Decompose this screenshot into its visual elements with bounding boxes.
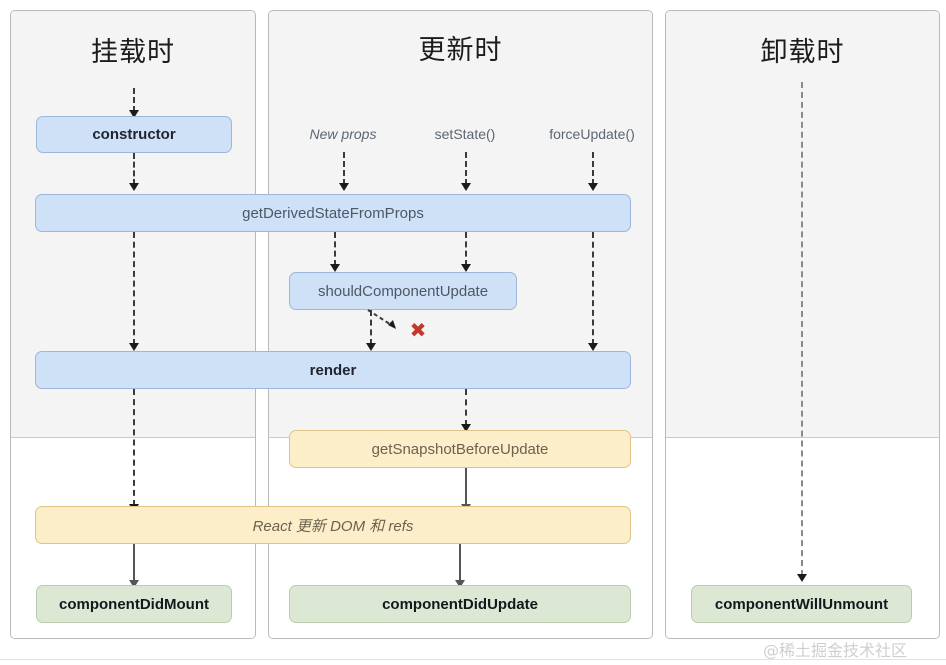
connector-render-to-react-dom-col1 xyxy=(133,389,135,506)
node-component-will-unmount[interactable]: componentWillUnmount xyxy=(691,585,912,623)
connector-snapshot-to-react-dom xyxy=(465,468,467,506)
arrowhead-to-scu-right xyxy=(461,264,471,272)
connector-constructor-to-gdsfp xyxy=(133,153,135,185)
trigger-set-state: setState() xyxy=(434,126,496,142)
node-get-snapshot-before-update[interactable]: getSnapshotBeforeUpdate xyxy=(289,430,631,468)
arrowhead-to-render-col1 xyxy=(129,343,139,351)
footer-divider xyxy=(0,659,946,660)
connector-scu-false-branch xyxy=(367,309,397,329)
false-branch-x-icon: ✖ xyxy=(409,318,427,342)
connector-force-update-to-render xyxy=(592,152,594,185)
node-component-did-mount[interactable]: componentDidMount xyxy=(36,585,232,623)
node-render[interactable]: render xyxy=(35,351,631,389)
trigger-new-props: New props xyxy=(309,126,377,142)
trigger-force-update: forceUpdate() xyxy=(549,126,635,142)
arrowhead-to-render-from-scu xyxy=(366,343,376,351)
node-should-component-update[interactable]: shouldComponentUpdate xyxy=(289,272,517,310)
arrowhead-to-snapshot xyxy=(461,424,471,432)
arrowhead-to-render-forceupdate xyxy=(588,343,598,351)
connector-scu-to-render xyxy=(370,310,372,345)
arrowhead-to-did-mount xyxy=(129,580,139,588)
connector-render-to-snapshot xyxy=(465,389,467,426)
arrowhead-to-gdsfp-col1 xyxy=(129,183,139,191)
node-get-derived-state-from-props[interactable]: getDerivedStateFromProps xyxy=(35,194,631,232)
arrowhead-to-constructor xyxy=(129,110,139,118)
connector-gdsfp-to-render-col1 xyxy=(133,232,135,345)
arrowhead-to-did-update xyxy=(455,580,465,588)
connector-new-props-to-gdsfp xyxy=(343,152,345,185)
arrowhead-set-state xyxy=(461,183,471,191)
arrowhead-new-props xyxy=(339,183,349,191)
arrowhead-to-scu-left xyxy=(330,264,340,272)
connector-unmount-long-dashed xyxy=(801,82,803,576)
node-component-did-update[interactable]: componentDidUpdate xyxy=(289,585,631,623)
node-react-updates-dom-and-refs[interactable]: React 更新 DOM 和 refs xyxy=(35,506,631,544)
unmounting-title: 卸载时 xyxy=(760,37,845,68)
updating-title: 更新时 xyxy=(418,35,503,66)
connector-gdsfp-to-scu-left xyxy=(334,232,336,266)
node-constructor[interactable]: constructor xyxy=(36,116,232,153)
arrowhead-force-update-top xyxy=(588,183,598,191)
mounting-title: 挂载时 xyxy=(91,37,175,68)
arrowhead-to-will-unmount xyxy=(797,574,807,582)
connector-title-to-constructor xyxy=(133,88,135,112)
connector-react-dom-to-did-update xyxy=(459,544,461,582)
watermark: @稀土掘金技术社区 xyxy=(763,641,908,660)
connector-gdsfp-to-render-forceupdate xyxy=(592,232,594,345)
connector-set-state-to-gdsfp xyxy=(465,152,467,185)
connector-gdsfp-to-scu-right xyxy=(465,232,467,266)
connector-react-dom-to-did-mount xyxy=(133,544,135,582)
